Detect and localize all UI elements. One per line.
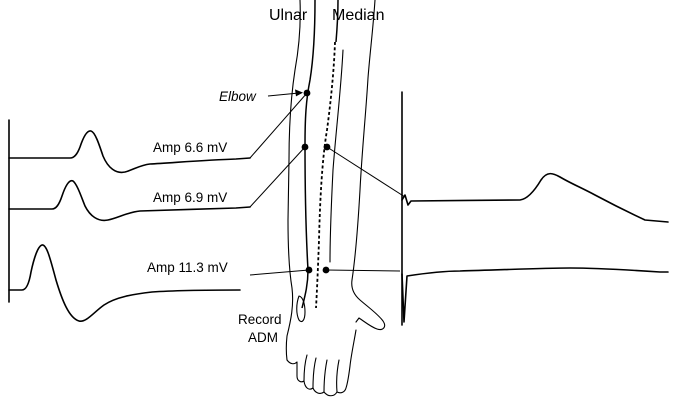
ulnar-label: Ulnar [269, 7, 308, 24]
hand-outline [287, 330, 356, 396]
elbow-arrow-head [295, 89, 303, 96]
median-label: Median [332, 7, 384, 24]
leader-median-wrist-trace [326, 270, 400, 271]
record-label: Record [238, 312, 282, 327]
median-trace-elbow [402, 174, 668, 222]
ulnar-nerve [302, 0, 315, 308]
ulnar-trace-wrist [9, 245, 240, 321]
amp-below-elbow-label: Amp 6.9 mV [153, 190, 227, 205]
leader-lines [250, 89, 405, 275]
labels: Ulnar Median Elbow Amp 6.6 mV Amp 6.9 mV… [147, 7, 384, 345]
leader-amp-elbow [250, 93, 307, 158]
leader-amp-wrist [250, 270, 309, 275]
adm-label: ADM [248, 330, 278, 345]
amp-wrist-label: Amp 11.3 mV [147, 260, 228, 275]
leader-median-elbow-trace [327, 147, 405, 197]
nerves [302, 0, 343, 308]
elbow-label: Elbow [219, 89, 257, 104]
arm-outline-right [352, 0, 385, 330]
arm-outline-left [286, 0, 300, 360]
arm-illustration [286, 0, 384, 396]
median-traces [402, 92, 668, 325]
amp-elbow-label: Amp 6.6 mV [153, 140, 227, 155]
leader-amp-below-elbow [250, 147, 305, 207]
median-trace-wrist [402, 268, 668, 322]
finger-lines [304, 355, 339, 392]
elbow-arrow-line [268, 93, 299, 96]
